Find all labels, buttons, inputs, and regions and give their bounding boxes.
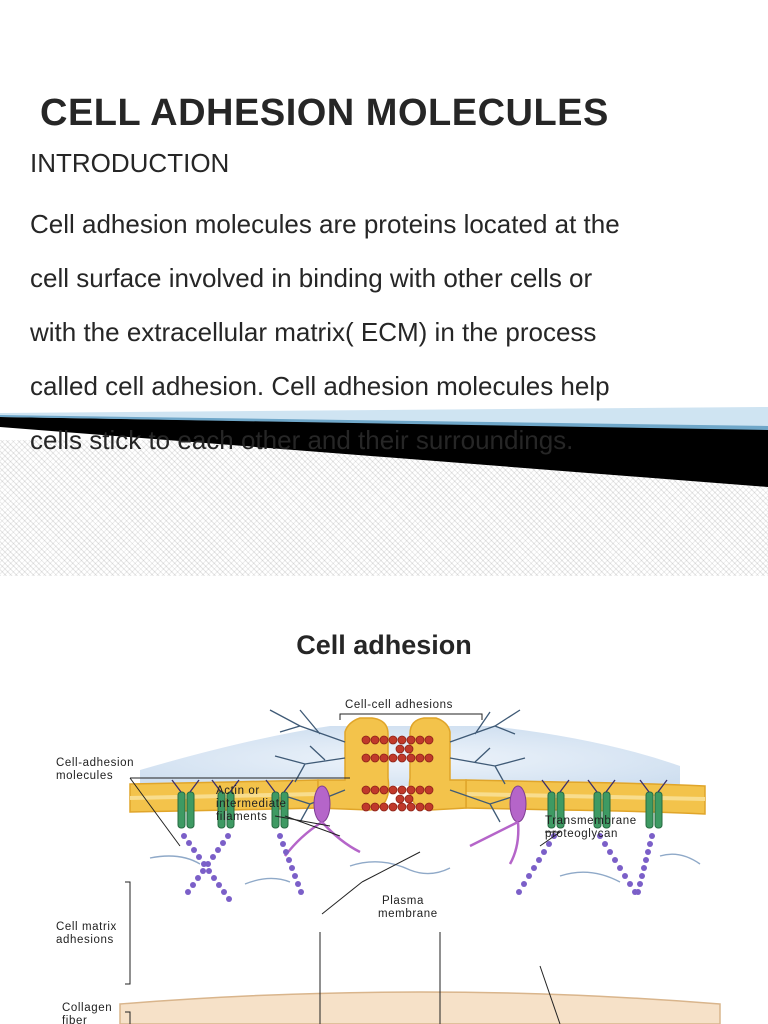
cadherin-junction: [361, 735, 434, 812]
matrix-fibers: [149, 853, 701, 885]
label-cell-adhesion-molecules-line1: Cell-adhesion: [56, 757, 134, 769]
body-line: called cell adhesion. Cell adhesion mole…: [30, 371, 610, 401]
integrin-receptors: [171, 779, 668, 829]
label-cell-adhesion-molecules-line2: molecules: [56, 770, 113, 782]
decorative-swoosh: [0, 407, 768, 487]
label-actin-line2: intermediate: [216, 798, 286, 810]
label-cell-matrix-line1: Cell matrix: [56, 921, 117, 933]
label-collagen-line1: Collagen: [62, 1002, 112, 1014]
label-plasma-line2: membrane: [378, 908, 438, 920]
slide-intro: CELL ADHESION MOLECULES INTRODUCTION Cel…: [0, 92, 768, 576]
plasma-membrane-right: [465, 779, 706, 815]
label-cell-matrix-line2: adhesions: [56, 934, 114, 946]
label-collagen-line2: fiber: [62, 1015, 87, 1024]
slide-cell-adhesion: Cell adhesion: [0, 576, 768, 1024]
body-paragraph: Cell adhesion molecules are proteins loc…: [30, 197, 750, 467]
collagen-fiber: [119, 991, 721, 1024]
label-transmembrane-line2: proteoglycan: [545, 828, 618, 840]
label-actin-line1: Actin or: [216, 785, 260, 797]
label-cell-cell-adhesions: Cell-cell adhesions: [345, 699, 453, 711]
matrix-chains: [181, 833, 655, 902]
slide-title: Cell adhesion: [296, 630, 472, 660]
label-actin-line3: filaments: [216, 811, 267, 823]
label-plasma-line1: Plasma: [382, 895, 424, 907]
label-transmembrane-line1: Transmembrane: [545, 815, 637, 827]
body-line: with the extracellular matrix( ECM) in t…: [30, 317, 597, 347]
slide-title: CELL ADHESION MOLECULES: [40, 92, 609, 134]
actin-filaments: [269, 709, 526, 823]
body-line: cells stick to each other and their surr…: [30, 425, 574, 455]
cell-adhesion-diagram: Cell-cell adhesions Cell-adhesion molecu…: [56, 699, 721, 1024]
body-line: Cell adhesion molecules are proteins loc…: [30, 209, 620, 239]
label-leader-lines: [125, 713, 562, 1024]
body-line: cell surface involved in binding with ot…: [30, 263, 593, 293]
slide-subtitle: INTRODUCTION: [30, 148, 230, 178]
